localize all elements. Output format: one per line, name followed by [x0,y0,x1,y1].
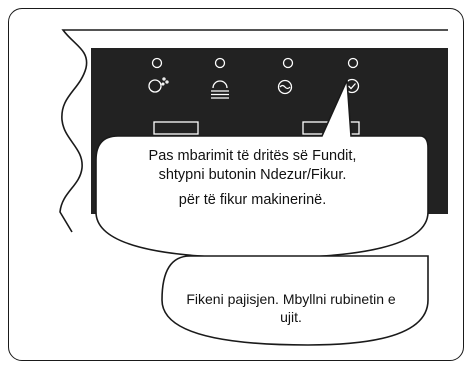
callout-bottom-text: Fikeni pajisjen. Mbyllni rubinetin e uji… [186,291,396,325]
panel-button [153,121,199,135]
callout-bubble-bottom [161,255,429,346]
prewash-icon [211,80,229,99]
panel-outline [59,29,448,233]
drying-icon [148,77,169,93]
illustration-frame [8,8,464,361]
callout-top-line-3: për të fikur makinerinë. [178,192,327,208]
indicator-light [151,57,163,69]
wash-icon [277,79,293,95]
callout-top-line-2: shtypni butonin Ndezur/Fikur. [158,167,347,183]
indicator-light [214,57,226,69]
callout-top-line-1: Pas mbarimit të dritës së Fundit, [148,148,357,164]
indicator-light [282,57,294,69]
indicator-light [347,57,359,69]
